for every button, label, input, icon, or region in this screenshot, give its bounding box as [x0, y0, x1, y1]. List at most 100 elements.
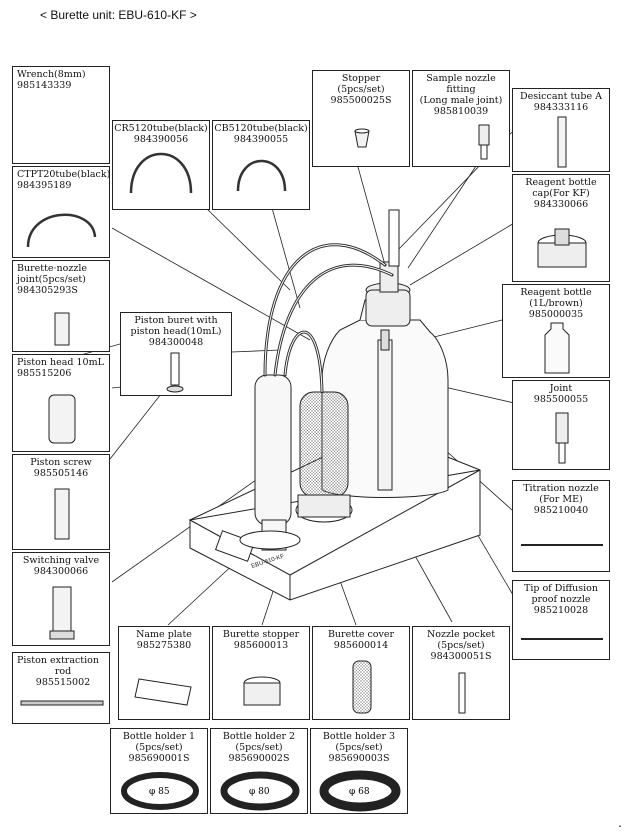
part-qty: (5pcs/set) [135, 742, 183, 753]
part-code: 985690002S [228, 753, 290, 764]
part-stopper: Stopper(5pcs/set)985500025S [312, 70, 410, 167]
nozzle-icon [521, 544, 603, 546]
joint-icon [555, 412, 569, 464]
part-name-3: (Long male joint) [419, 95, 503, 106]
part-code: 984330066 [533, 199, 589, 210]
part-cr5120-tube: CR5120tube(black)984390056 [112, 120, 210, 210]
part-name: Piston head 10mL [17, 357, 104, 368]
part-code: 984395189 [17, 180, 72, 191]
ring-icon: φ 85 [121, 772, 199, 810]
part-name: Joint [549, 383, 573, 394]
part-code: 985690003S [328, 753, 390, 764]
burette-cover-on-unit [295, 391, 353, 523]
part-name: Nozzle pocket [426, 629, 496, 640]
part-qty: (5pcs/set) [235, 742, 283, 753]
desiccant-icon [557, 116, 567, 168]
part-code: 984390056 [133, 134, 189, 145]
part-name: Desiccant tube A [520, 91, 602, 102]
part-name: Reagent bottle [525, 177, 597, 188]
part-code: 985500055 [533, 394, 589, 405]
part-name: CB5120tube(black) [214, 123, 308, 134]
part-qty: (5pcs/set) [335, 742, 383, 753]
part-code: 985810039 [433, 106, 489, 117]
part-code: 985515206 [17, 368, 72, 379]
part-bottle-holder-3: Bottle holder 3(5pcs/set)985690003S φ 68 [310, 728, 408, 814]
part-qty: (5pcs/set) [337, 84, 385, 95]
holder-diameter: φ 68 [349, 787, 370, 797]
part-name: Name plate [136, 629, 192, 640]
tube-icon [26, 213, 97, 248]
ring-icon: φ 68 [319, 770, 401, 812]
bottle-icon [544, 322, 570, 374]
part-name-2: joint(5pcs/set) [17, 274, 86, 285]
part-name: Piston screw [30, 457, 92, 468]
part-code: 984300048 [148, 337, 204, 348]
part-code: 984390055 [233, 134, 289, 145]
trailing-mark: . [618, 816, 622, 830]
part-name-2: (For ME) [539, 494, 583, 505]
piston-buret-column [239, 374, 301, 551]
valve-icon [49, 586, 75, 640]
part-bottle-holder-1: Bottle holder 1(5pcs/set)985690001S φ 85 [110, 728, 208, 814]
part-name-2: rod [54, 666, 72, 677]
part-name: Burette·nozzle [17, 263, 88, 274]
part-name-2: piston head(10mL) [130, 326, 222, 337]
tubing-highlight [264, 244, 393, 393]
part-name: CTPT20tube(black) [17, 169, 111, 180]
part-code: 985690001S [128, 753, 190, 764]
plate-icon [134, 678, 192, 706]
part-code: 985210028 [533, 605, 589, 616]
part-name: Burette stopper [222, 629, 300, 640]
part-code: 985000035 [528, 309, 584, 320]
part-name: Stopper [341, 73, 381, 84]
cover-icon [352, 660, 372, 714]
part-reagent-bottle: Reagent bottle(1L/brown)985000035 [502, 284, 610, 378]
part-ctpt20-tube: CTPT20tube(black)984395189 [12, 166, 110, 258]
part-name: Titration nozzle [523, 483, 599, 494]
part-name: Reagent bottle [520, 287, 592, 298]
piston-head-icon [48, 394, 76, 444]
part-code: 984333116 [533, 102, 589, 113]
part-name-2: fitting [446, 84, 476, 95]
part-name: Burette cover [327, 629, 395, 640]
part-name: Switching valve [22, 555, 100, 566]
titration-assembly [377, 329, 393, 491]
part-name: Bottle holder 2 [222, 731, 296, 742]
part-code: 985505146 [33, 468, 89, 479]
part-name: Sample nozzle [426, 73, 496, 84]
part-name: Piston extraction [17, 655, 99, 666]
page-title: < Burette unit: EBU-610-KF > [40, 8, 197, 22]
stopper-icon [354, 128, 370, 148]
stopper-icon [243, 676, 281, 706]
part-wrench: Wrench(8mm)985143339 [12, 66, 110, 164]
part-titration-nozzle: Titration nozzle(For ME)985210040 [512, 480, 610, 572]
part-code: 984300051S [430, 651, 492, 662]
joint-icon [54, 312, 70, 346]
cap-icon [537, 228, 587, 268]
screw-icon [54, 488, 70, 540]
tip-icon [521, 638, 603, 640]
part-name: CR5120tube(black) [114, 123, 208, 134]
part-code: 985500025S [330, 95, 392, 106]
part-name: Bottle holder 1 [122, 731, 196, 742]
part-cb5120-tube: CB5120tube(black)984390055 [212, 120, 310, 210]
part-code: 985515002 [35, 677, 91, 688]
part-code: 985275380 [136, 640, 192, 651]
pocket-icon [458, 672, 466, 714]
bottle-cap [365, 209, 411, 327]
part-code: 985600013 [233, 640, 289, 651]
fitting-icon [478, 124, 490, 160]
rod-icon [20, 700, 104, 706]
tube-icon [236, 159, 287, 192]
part-name: Wrench(8mm) [17, 69, 86, 80]
part-code: 985210040 [533, 505, 589, 516]
